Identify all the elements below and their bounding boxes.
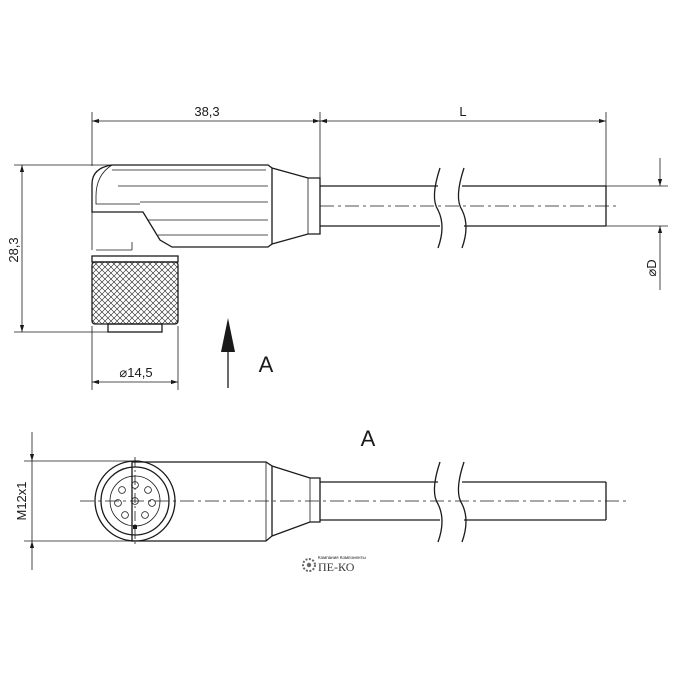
company-logo: Компания Компоненты ПЕ-КО (302, 555, 366, 574)
up-arrow-icon (221, 318, 235, 352)
pin-4-icon (141, 511, 149, 519)
pin-8-icon (131, 497, 139, 505)
housing-bevel (95, 164, 140, 205)
nut-collar (91, 255, 179, 263)
pin-2-icon (144, 486, 152, 494)
break-mark (457, 167, 467, 249)
arrow-label-a: A (259, 352, 274, 377)
dimension-m12x1: M12x1 (14, 432, 135, 570)
coding-key-icon (133, 525, 137, 529)
dim-label-28-3: 28,3 (6, 237, 21, 262)
strain-relief (271, 167, 321, 245)
contact-pins (114, 481, 156, 529)
logo-text: ПЕ-КО (318, 560, 355, 574)
logo-tagline: Компания Компоненты (318, 555, 366, 560)
break-mark (457, 461, 467, 543)
view-a-title: A (361, 426, 376, 451)
side-view (91, 164, 616, 333)
dimension-38-3: 38,3 (91, 104, 321, 178)
break-mark (433, 167, 443, 249)
dim-label-14-5: ⌀14,5 (119, 365, 152, 380)
strain-relief-top (271, 465, 321, 537)
dim-label-38-3: 38,3 (194, 104, 219, 119)
pin-1-icon (131, 481, 139, 489)
dimension-diameter-14-5: ⌀14,5 (91, 326, 179, 390)
coupling-tip (107, 323, 163, 333)
dimension-L: L (320, 104, 607, 186)
pin-6-icon (114, 499, 122, 507)
pin-3-icon (148, 499, 156, 507)
front-view (80, 457, 626, 545)
dim-label-L: L (459, 104, 466, 119)
knurled-nut (91, 261, 179, 325)
dimension-diameter-D: ⌀D (606, 158, 668, 290)
angled-housing (91, 164, 273, 248)
dim-label-m12x1: M12x1 (14, 481, 29, 520)
view-arrow-a: A (221, 318, 274, 388)
pin-7-icon (118, 486, 126, 494)
break-mark (433, 461, 443, 543)
pin-5-icon (121, 511, 129, 519)
dim-label-D: ⌀D (644, 259, 659, 276)
gear-icon (302, 558, 316, 572)
